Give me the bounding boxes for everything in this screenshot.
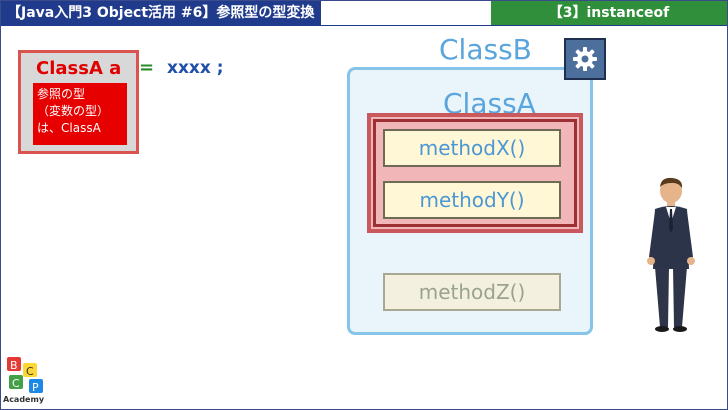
note-line: は、ClassA	[37, 121, 101, 135]
note-line: 参照の型	[37, 87, 86, 101]
classb-label: ClassB	[439, 33, 532, 66]
gear-icon	[573, 47, 597, 71]
presenter-illustration	[647, 177, 695, 332]
method-z: methodZ()	[383, 273, 561, 311]
method-y: methodY()	[383, 181, 561, 219]
settings-button[interactable]	[564, 38, 606, 80]
logo-letter: B	[10, 359, 18, 372]
classa-inner-border	[373, 119, 577, 227]
page-title: 【Java入門3 Object活用 #6】参照型の型変換	[1, 1, 321, 25]
header-divider	[1, 25, 727, 26]
note-line: （変数の型）	[37, 104, 110, 118]
declaration-note: 参照の型 （変数の型） は、ClassA	[33, 83, 127, 145]
logo: B C C P	[5, 355, 49, 407]
logo-icon: B C C P	[7, 357, 43, 394]
logo-letter: P	[32, 381, 39, 394]
method-x: methodX()	[383, 129, 561, 167]
logo-text: Academy	[3, 395, 45, 404]
assignment-value: xxxx ;	[167, 58, 224, 78]
declaration-type: ClassA a	[36, 58, 122, 79]
assignment-operator: =	[139, 57, 155, 78]
logo-letter: C	[26, 365, 34, 378]
section-label: 【3】instanceof	[491, 1, 727, 25]
declaration-box: ClassA a 参照の型 （変数の型） は、ClassA	[18, 50, 139, 154]
logo-letter: C	[12, 377, 20, 390]
